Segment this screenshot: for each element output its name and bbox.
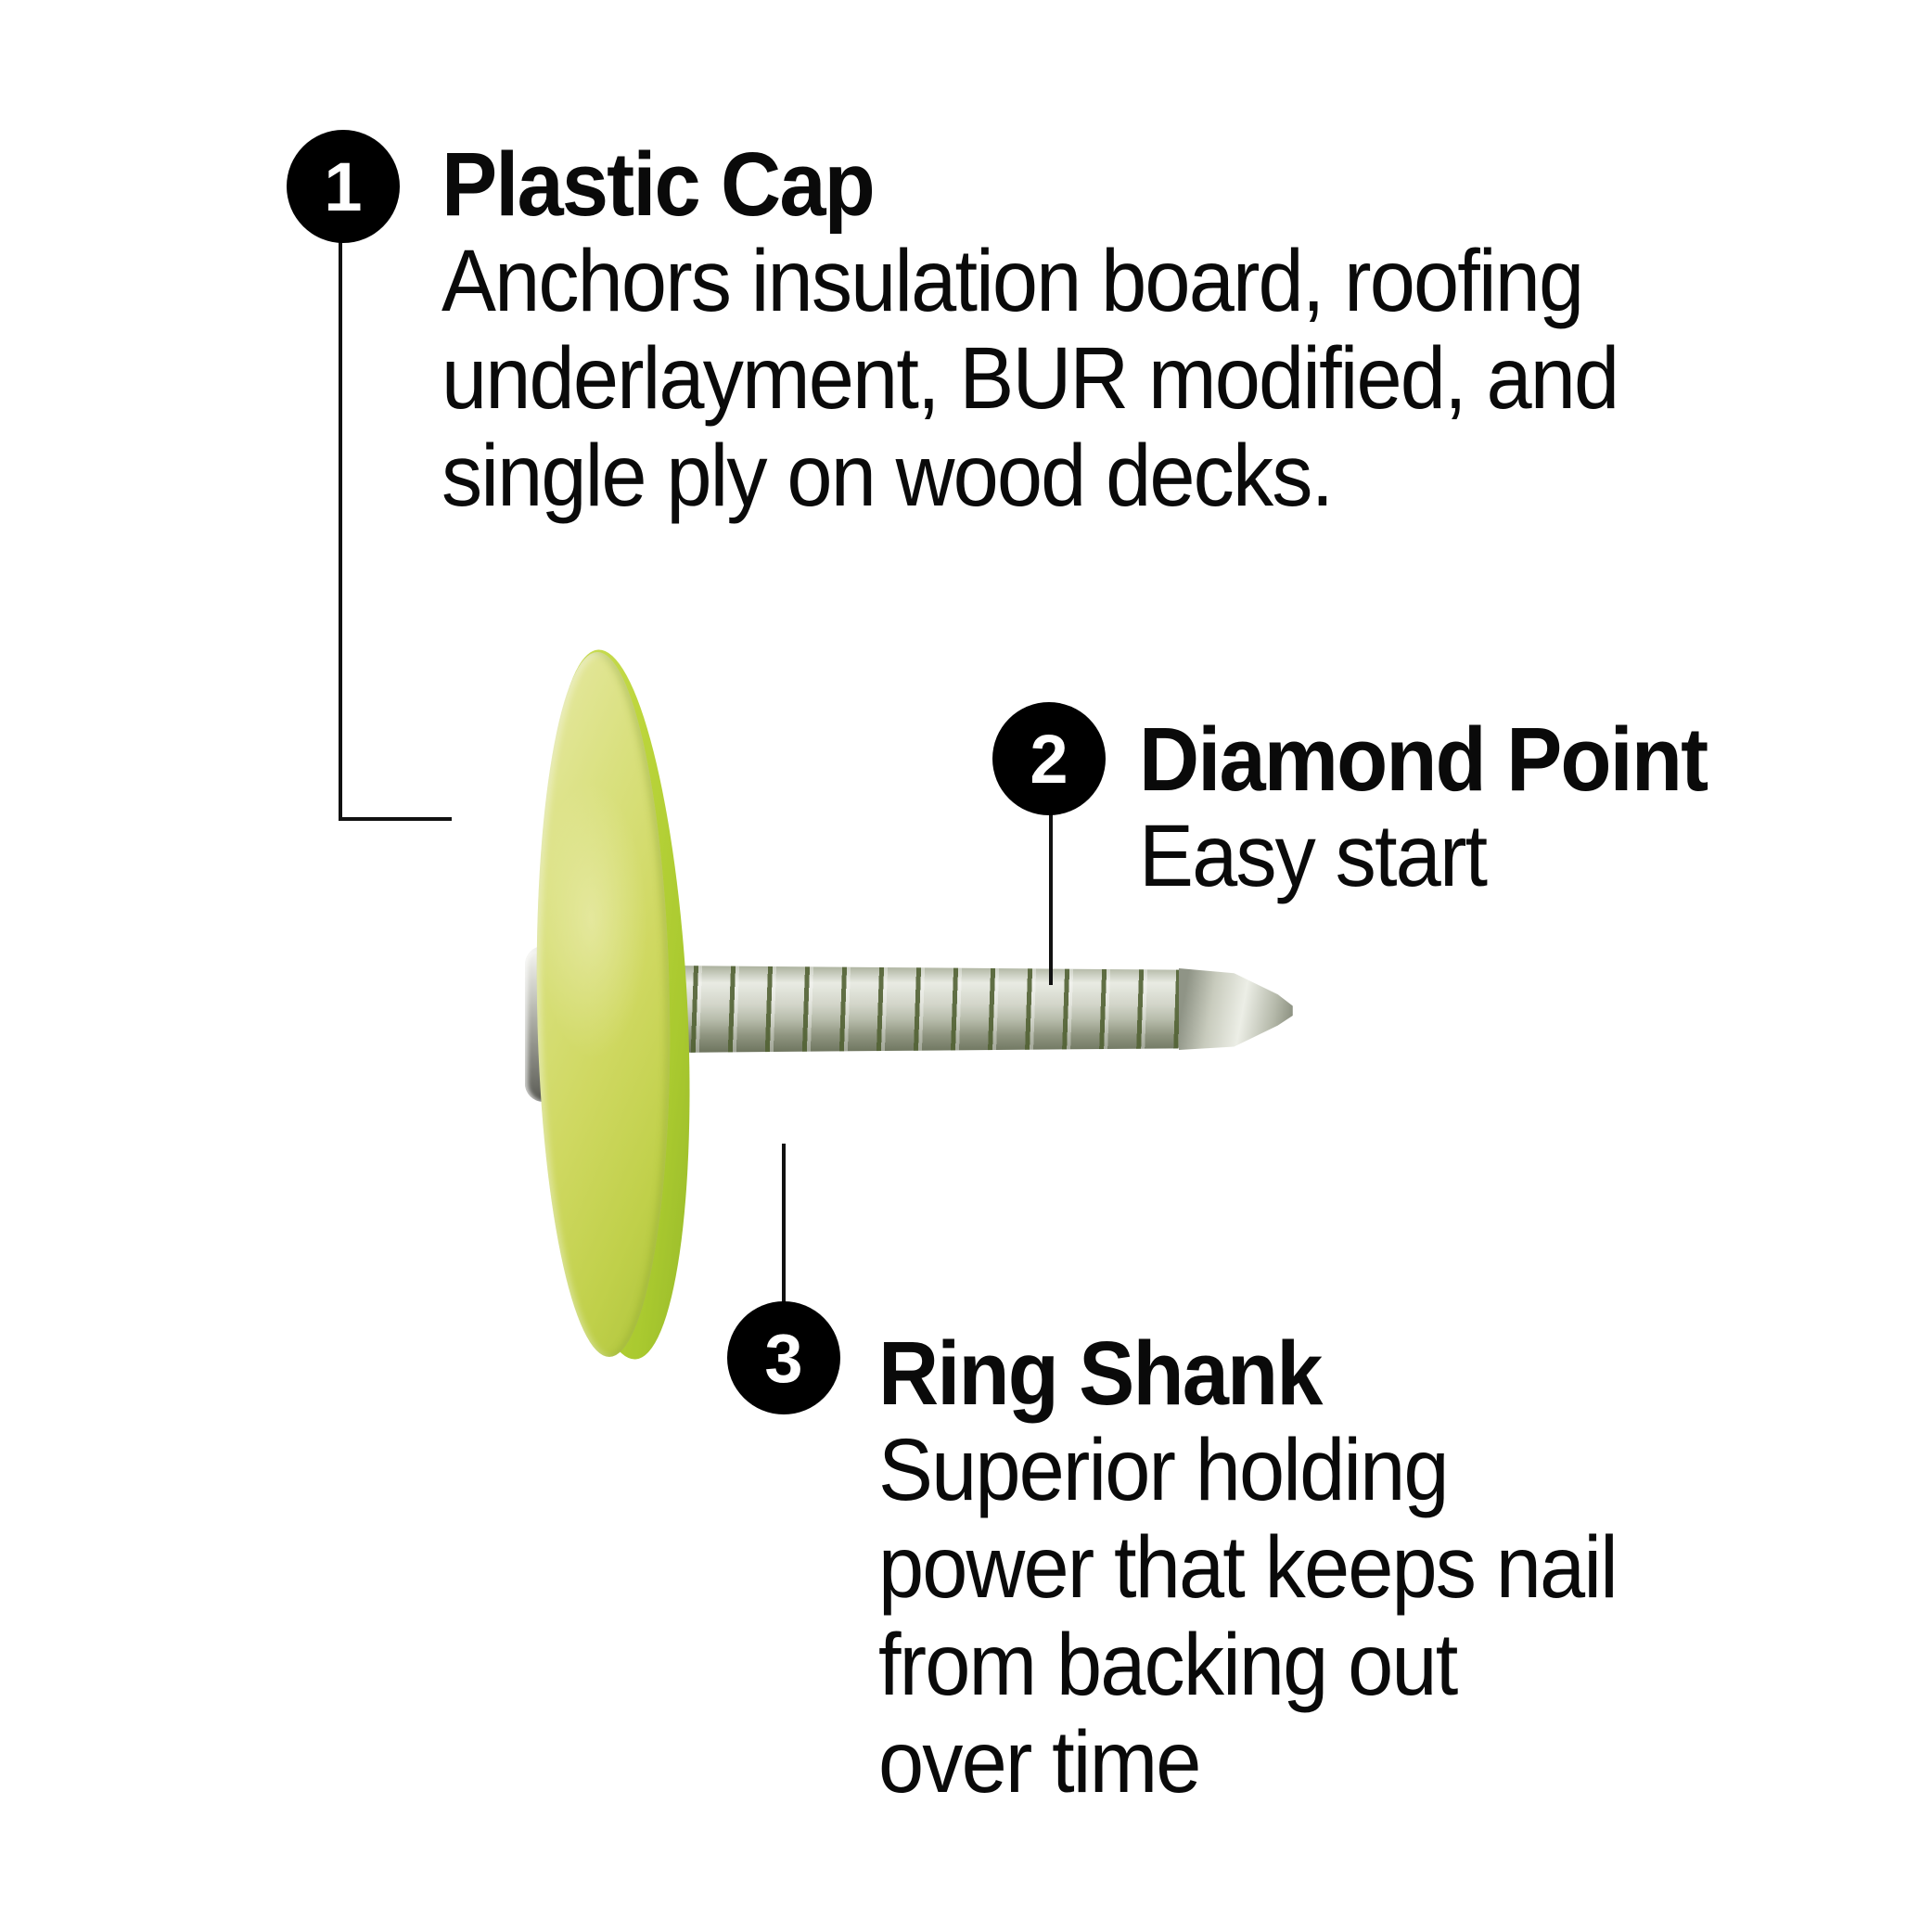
callout-2-title: Diamond Point (1139, 709, 1708, 810)
callout-3-badge: 3 (727, 1301, 840, 1414)
callout-2-text-block: Diamond Point Easy start (1139, 709, 1708, 905)
callout-2-badge: 2 (992, 702, 1106, 815)
callout-1-badge: 1 (287, 130, 400, 243)
callout-3-description-line: over time (878, 1713, 1201, 1811)
callout-3-leader-line (782, 1144, 786, 1305)
callout-1-text-block: Plastic Cap Anchors insulation board, ro… (441, 134, 1619, 525)
callout-3-title: Ring Shank (878, 1323, 1323, 1424)
callout-3-description-line: from backing out (878, 1616, 1458, 1714)
callout-3-number: 3 (764, 1319, 803, 1397)
callout-3-description-line: Superior holding (878, 1421, 1450, 1519)
callout-1-title: Plastic Cap (441, 134, 876, 235)
callout-1-description-line: underlayment, BUR modified, and (441, 329, 1619, 428)
callout-1-number: 1 (324, 147, 363, 225)
callout-2-description-line: Easy start (1139, 807, 1488, 905)
ring-shank-illustration (666, 966, 1182, 1053)
callout-3-description-line: power that keeps nail (878, 1518, 1619, 1617)
callout-2-leader-line (1049, 810, 1053, 985)
callout-1-leader-line-horizontal (339, 817, 452, 821)
callout-2-number: 2 (1030, 720, 1068, 798)
callout-3-text-block: Ring Shank Superior holding power that k… (878, 1323, 1619, 1811)
callout-1-description-line: single ply on wood decks. (441, 427, 1334, 525)
diamond-point-illustration (1179, 968, 1293, 1050)
callout-1-leader-line-vertical (339, 239, 342, 821)
callout-1-description-line: Anchors insulation board, roofing (441, 232, 1584, 330)
